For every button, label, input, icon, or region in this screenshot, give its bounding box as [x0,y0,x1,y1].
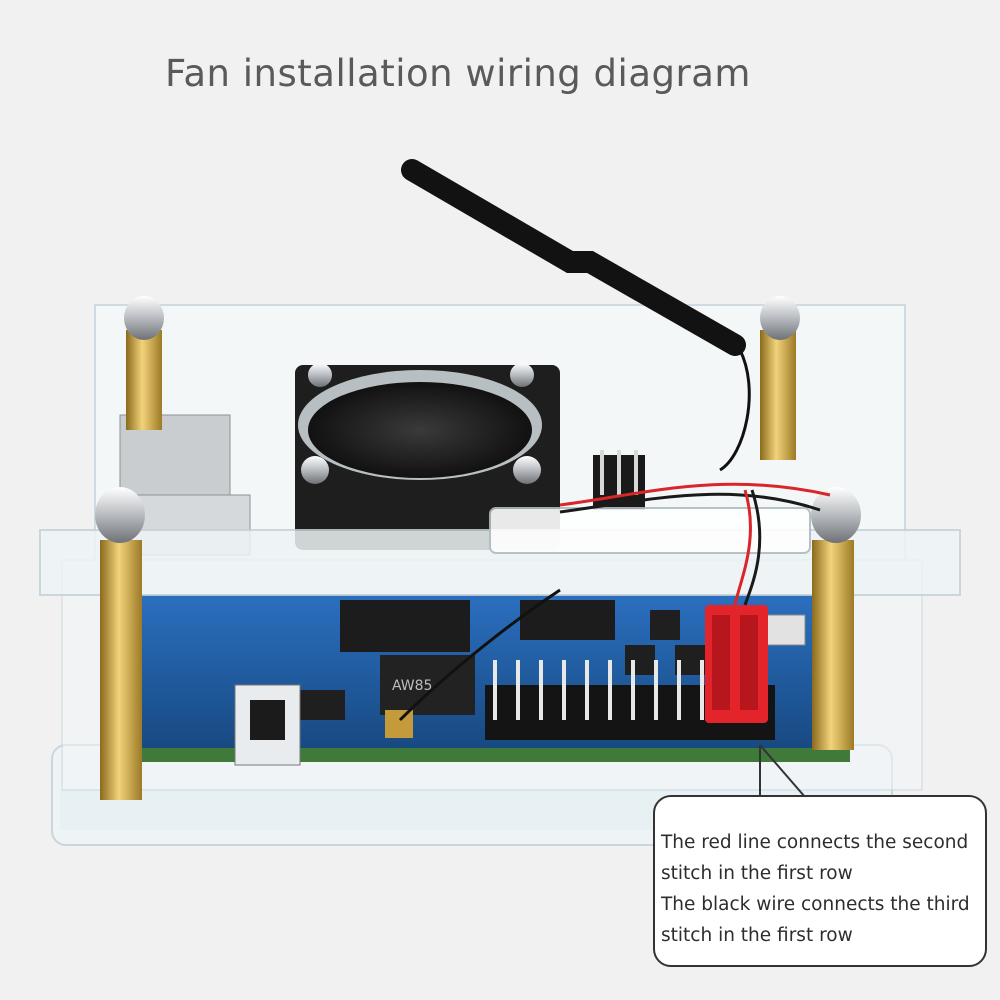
callout-line-2: stitch in the first row [661,863,853,884]
brass-standoffs [95,296,861,800]
fan-connector-red [705,605,768,723]
cooling-fan [295,363,560,550]
antenna [398,159,751,722]
callout-line-1: The red line connects the second [661,832,969,853]
callout-line-4: stitch in the first row [661,925,853,946]
soc-chip-label: AW85 [392,678,432,694]
page-title: Fan installation wiring diagram [165,52,751,95]
wiring-callout: The red line connects the second stitch … [653,795,987,967]
acrylic-top-plate [39,507,961,596]
fan-wires [559,482,831,606]
callout-pointer [759,744,806,798]
callout-line-3: The black wire connects the third [661,894,970,915]
